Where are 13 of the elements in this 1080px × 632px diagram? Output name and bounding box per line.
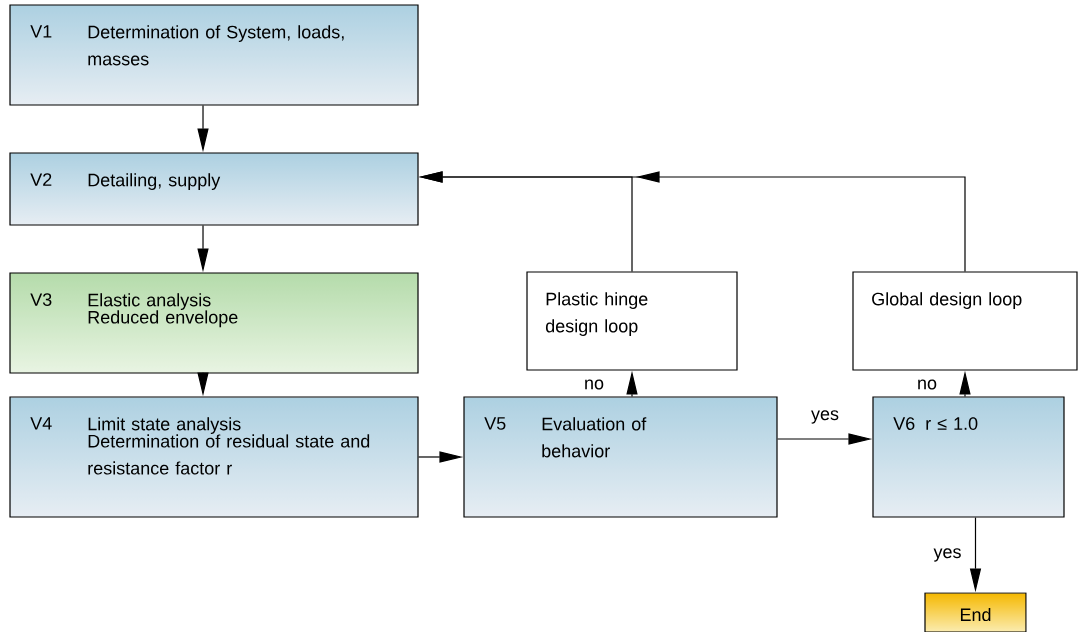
edge-label: no <box>918 379 937 390</box>
end-box: End <box>924 592 1027 632</box>
edge-label: no <box>585 379 604 390</box>
loop-box: Global design loop <box>852 271 1078 371</box>
edge-label: yes <box>811 410 839 424</box>
process-box: V2 Detailing, supply <box>9 152 419 226</box>
edge-label: yes <box>933 548 961 562</box>
process-box: V3 Elastic analysis Reduced envelope <box>9 272 419 374</box>
process-box: V4 Limit state analysis Determination of residual state and resistance factor r <box>9 396 419 518</box>
process-box: V6 r ≤ 1.0 <box>872 396 1065 518</box>
loop-box: Plastic hinge design loop <box>526 271 738 371</box>
process-box: V1 Determination of System, loads, masses <box>9 4 419 106</box>
process-box: V5 Evaluation of behavior <box>463 396 778 518</box>
